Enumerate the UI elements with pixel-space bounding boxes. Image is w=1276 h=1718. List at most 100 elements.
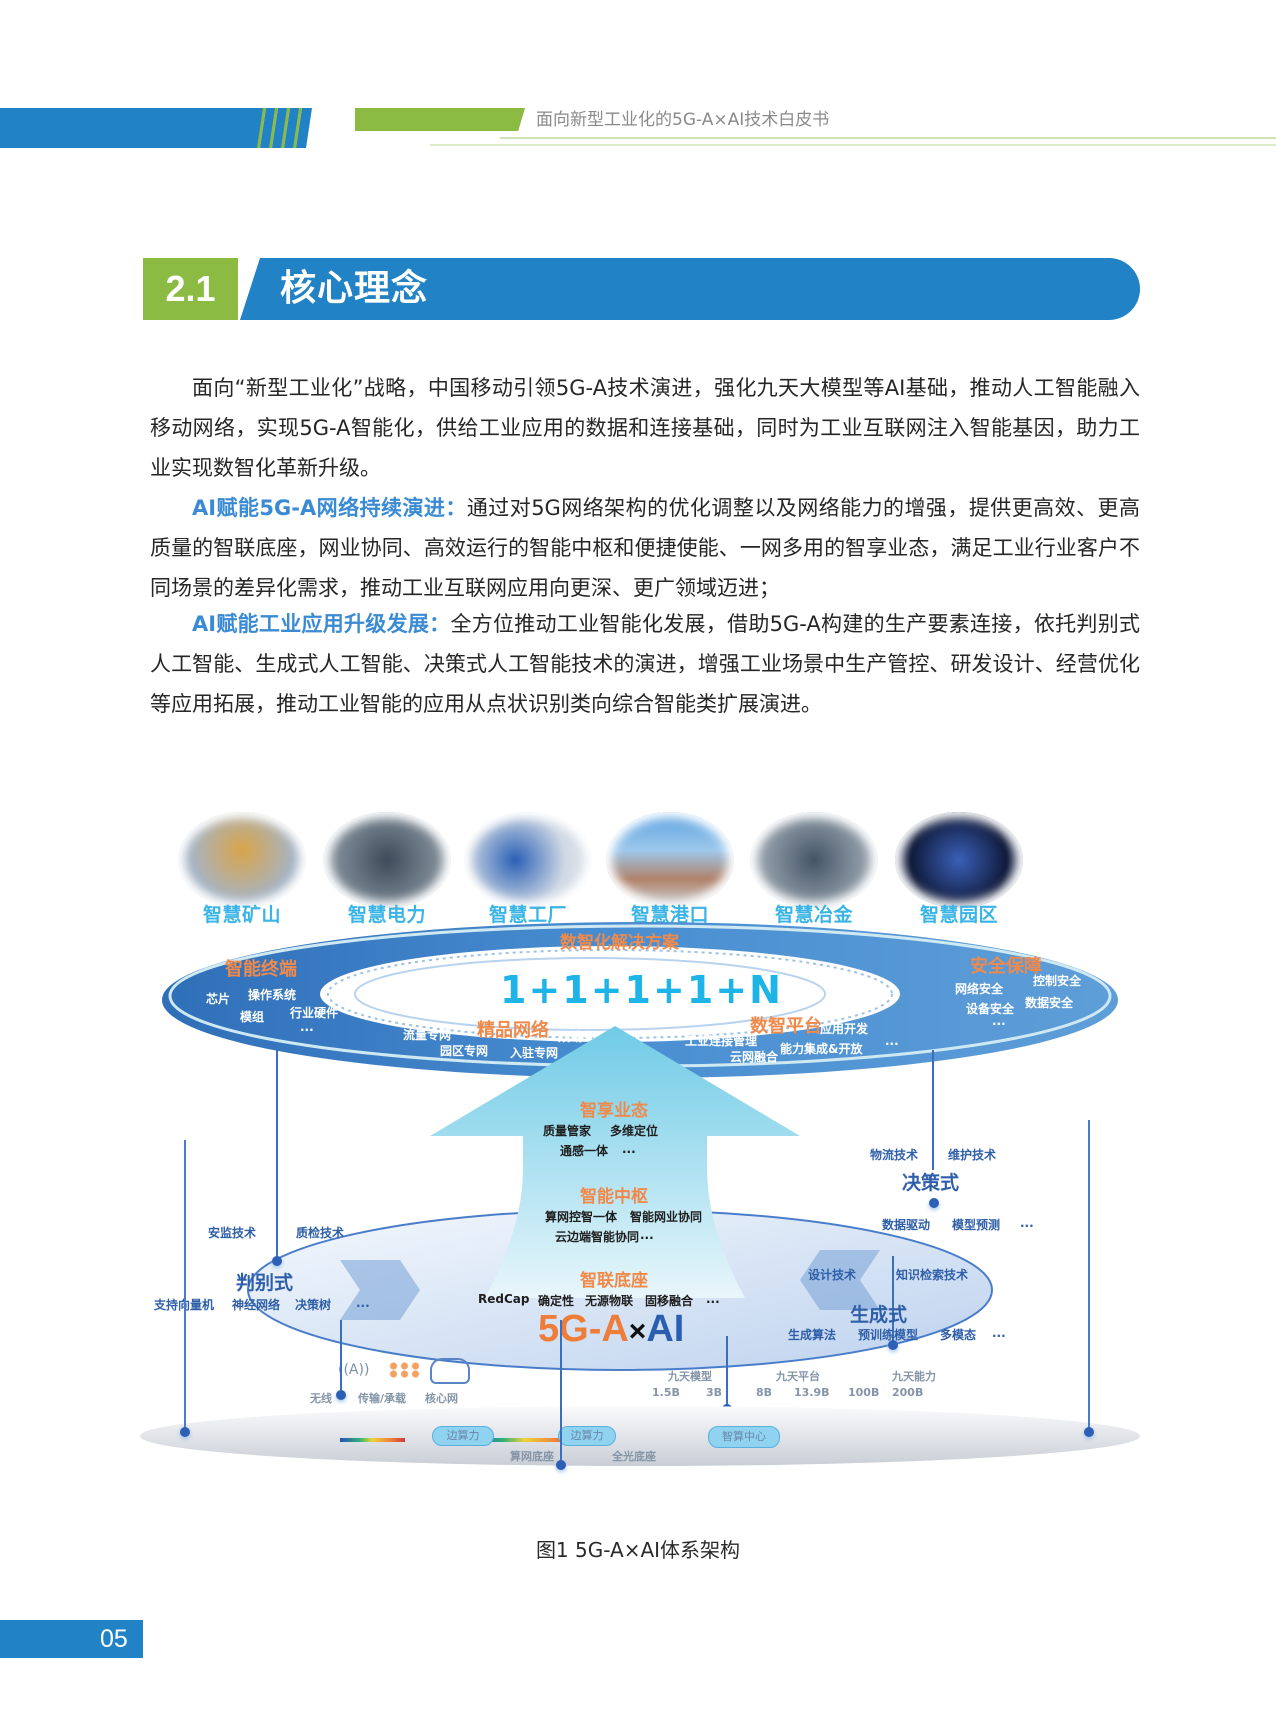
arrow-item: 多维定位 [610,1124,659,1138]
tech-item: ... [1020,1216,1034,1230]
tech-item: ... [356,1296,370,1310]
header-stripes [250,108,312,148]
factory-photo [464,812,592,908]
scenario-label: 智慧矿山 [202,904,281,926]
connector-line [726,1336,728,1406]
connector-dot [180,1427,190,1437]
ring-item: 能力集成&开放 [780,1042,863,1056]
paragraph-network-evolution: AI赋能5G-A网络持续演进：通过对5G网络架构的优化调整以及网络能力的增强，提… [150,496,1140,600]
arrow-item: 算网控智一体 [545,1210,618,1224]
tech-item: 多模态 [940,1328,977,1342]
connector-dot [929,1198,939,1208]
tech-item: 模型预测 [952,1218,1001,1232]
arrow-item: ... [622,1142,636,1156]
tech-item: 物流技术 [870,1148,919,1162]
tech-item: 生成算法 [788,1328,837,1342]
arrow-item: ... [706,1292,720,1306]
connector-line [340,1320,342,1390]
jiutian-size: 200B [892,1386,924,1399]
connector-dot [272,1256,282,1266]
formula: 1+1+1+1+N [500,968,783,1012]
arrow-item: 固移融合 [645,1294,694,1308]
up-arrow [430,1026,800,1298]
tech-item: 预训练模型 [858,1328,919,1342]
connector-dot [1084,1427,1094,1437]
section-title-band [240,258,1140,320]
ring-item: 行业硬件 [290,1006,339,1020]
brand-5ga-x-ai: 5G-A×AI [538,1308,685,1350]
generative-title: 生成式 [850,1304,908,1326]
arrow-item: 云边端智能协同 [555,1230,640,1244]
ring-item: 芯片 [206,992,231,1006]
ring-item: 流量专网 [403,1028,452,1042]
ring-item: 数据安全 [1025,996,1074,1010]
tech-item: 神经网络 [232,1298,281,1312]
highlight-label: AI赋能5G-A网络持续演进： [192,496,467,520]
header-blue-band [0,108,258,148]
platform-title: 数智平台 [750,1016,822,1037]
port-photo [606,812,734,908]
arrow-item: 智能网业协同 [630,1210,703,1224]
base-label: 全光底座 [612,1450,656,1463]
ring-item: ... [992,1014,1006,1028]
arrow-item: 无源物联 [585,1294,634,1308]
network-icon-label: 核心网 [425,1392,458,1405]
metallurgy-photo [750,812,878,908]
decision-title: 决策式 [902,1172,960,1194]
connector-line [560,1320,562,1465]
transport-icon [388,1362,422,1378]
connector-line [892,1256,894,1346]
paragraph-industrial-upgrade: AI赋能工业应用升级发展：全方位推动工业智能化发展，借助5G-A构建的生产要素连… [150,612,1140,716]
jiutian-size: 13.9B [794,1386,830,1399]
base-platform [140,1406,1140,1466]
connector-line [276,1050,278,1260]
connector-dot [888,1340,898,1350]
jiutian-group: 九天平台 [776,1370,820,1383]
ring-item: 网络安全 [955,982,1004,996]
scenario-label: 智慧工厂 [488,904,567,926]
header-rule [500,137,1276,139]
network-title: 精品网络 [477,1020,549,1041]
connector-dot [336,1390,346,1400]
mine-photo [178,812,306,908]
section-number-badge [143,258,238,320]
tech-item: 设计技术 [808,1268,857,1282]
arrow-item: RedCap [478,1292,530,1306]
arrow-item: 通感一体 [560,1144,609,1158]
edge-compute-cloud: 边算力 [558,1426,616,1446]
header-rule [430,144,1276,146]
arrow-item: ... [640,1228,654,1242]
arrow-item: 确定性 [538,1294,575,1308]
edge-compute-cloud: 边算力 [432,1426,494,1446]
page-number-bar [0,1620,143,1658]
scenario-label: 智慧园区 [919,904,998,926]
connector-line [184,1140,186,1430]
ring-item: 操作系统 [248,988,297,1002]
tech-item: ... [992,1326,1006,1340]
jiutian-size: 1.5B [652,1386,680,1399]
ring-item: 云网融合 [730,1050,779,1064]
discriminative-title: 判别式 [236,1272,294,1294]
tech-item: 决策树 [295,1298,332,1312]
solution-ring [162,922,1118,1078]
network-icon-label: 无线 [310,1392,332,1405]
scenario-label: 智慧冶金 [774,904,853,926]
jiutian-size: 100B [848,1386,880,1399]
tech-item: 知识检索技术 [896,1268,969,1282]
tech-item: 数据驱动 [882,1218,931,1232]
security-title: 安全保障 [970,956,1042,977]
solution-label: 数智化解决方案 [560,933,679,953]
page-number: 05 [100,1625,128,1653]
tech-item: 安监技术 [208,1226,257,1240]
figure-caption: 图1 5G-A×AI体系架构 [535,1538,741,1562]
connector-dot [556,1460,566,1470]
arrow-item: 质量管家 [543,1124,592,1138]
document-title: 面向新型工业化的5G-A×AI技术白皮书 [536,110,830,130]
highlight-label: AI赋能工业应用升级发展： [192,612,451,636]
base-label: 算网底座 [510,1450,554,1463]
section-title: 核心理念 [280,268,429,309]
terminal-title: 智能终端 [225,959,297,980]
section-number: 2.1 [165,268,216,309]
cloud-icon [430,1358,470,1384]
jiutian-size: 3B [706,1386,723,1399]
